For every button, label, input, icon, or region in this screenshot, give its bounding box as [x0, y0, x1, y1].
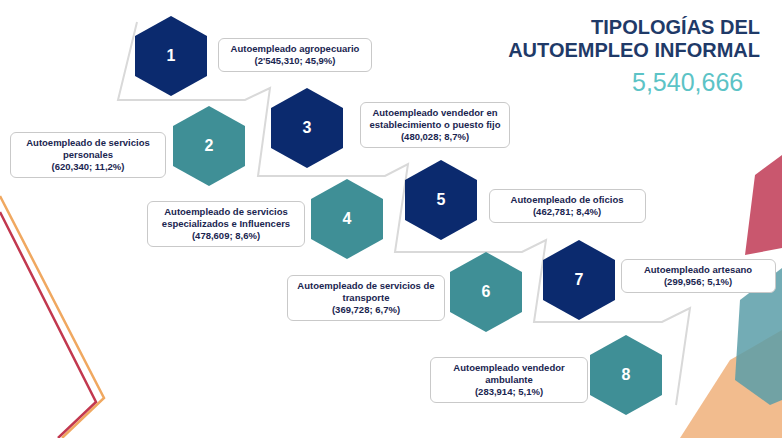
accent-line [0, 196, 104, 438]
category-name: Autoempleado artesano [626, 264, 771, 276]
label-box: Autoempleado de servicios personales(620… [10, 132, 166, 178]
number-hexagon: 6 [450, 252, 522, 332]
callout-number: 8 [590, 335, 662, 415]
category-value: (480,028; 8,7%) [365, 131, 505, 143]
callout-number: 7 [543, 240, 615, 320]
number-hexagon: 4 [311, 179, 383, 259]
category-value: (462,781; 8,4%) [494, 206, 641, 218]
callout-number: 3 [271, 88, 343, 168]
label-box: Autoempleado de servicios de transporte(… [287, 275, 445, 321]
callout-number: 4 [311, 179, 383, 259]
total-number: 5,540,666 [632, 68, 743, 96]
number-hexagon: 2 [173, 106, 245, 186]
corner-shape [745, 155, 782, 255]
category-name: Autoempleado de servicios especializados… [152, 206, 300, 230]
category-name: Autoempleado agropecuario [223, 43, 367, 55]
category-value: (283,914; 5,1%) [435, 386, 583, 398]
title: TIPOLOGÍAS DEL AUTOEMPLEO INFORMAL [460, 16, 760, 62]
label-box: Autoempleado artesano(299,956; 5,1%) [621, 259, 776, 293]
category-value: (2'545,310; 45,9%) [223, 55, 367, 67]
category-name: Autoempleado de oficios [494, 194, 641, 206]
number-hexagon: 8 [590, 335, 662, 415]
category-value: (299,956; 5,1%) [626, 276, 771, 288]
callout-number: 5 [405, 160, 477, 240]
category-value: (620,340; 11,2%) [15, 161, 161, 173]
number-hexagon: 7 [543, 240, 615, 320]
label-box: Autoempleado de oficios(462,781; 8,4%) [489, 189, 646, 223]
category-value: (478,609; 8,6%) [152, 230, 300, 242]
callout-number: 2 [173, 106, 245, 186]
category-value: (369,728; 6,7%) [292, 304, 440, 316]
category-name: Autoempleado de servicios de transporte [292, 280, 440, 304]
number-hexagon: 1 [135, 16, 207, 96]
number-hexagon: 5 [405, 160, 477, 240]
category-name: Autoempleado de servicios personales [15, 137, 161, 161]
accent-line [0, 212, 96, 438]
label-box: Autoempleado vendedor en establecimiento… [360, 102, 510, 148]
label-box: Autoempleado de servicios especializados… [147, 201, 305, 247]
label-box: Autoempleado agropecuario(2'545,310; 45,… [218, 38, 372, 72]
callout-number: 1 [135, 16, 207, 96]
label-box: Autoempleado vendedor ambulante(283,914;… [430, 357, 588, 403]
category-name: Autoempleado vendedor en establecimiento… [365, 107, 505, 131]
category-name: Autoempleado vendedor ambulante [435, 362, 583, 386]
number-hexagon: 3 [271, 88, 343, 168]
callout-number: 6 [450, 252, 522, 332]
